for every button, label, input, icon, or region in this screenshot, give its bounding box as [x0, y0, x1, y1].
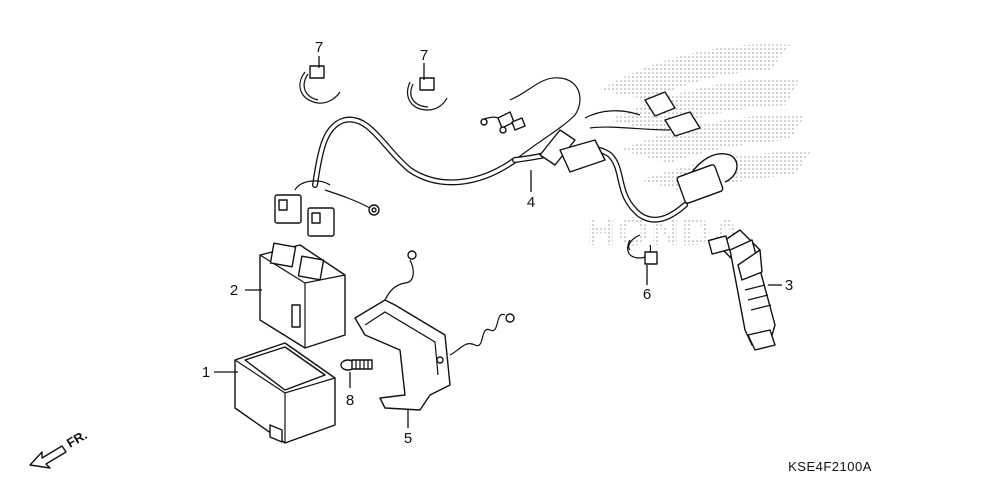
part-4-wire-harness	[274, 77, 738, 237]
part-6-clip	[627, 234, 658, 265]
part-5-bracket-stay	[354, 250, 515, 411]
front-direction-arrow: FR.	[29, 427, 90, 469]
callout-7-right: 7	[420, 47, 428, 64]
callout-1: 1	[202, 364, 210, 381]
callout-5: 5	[404, 430, 412, 447]
part-3-ignition-coil	[707, 229, 776, 351]
diagram-code: KSE4F2100A	[788, 459, 872, 474]
leader-lines	[214, 56, 782, 428]
part-8-bolt	[340, 359, 373, 371]
callout-8: 8	[346, 392, 354, 409]
part-1-rubber-cover	[234, 342, 336, 444]
honda-wing-watermark: HONDA	[587, 44, 810, 254]
part-2-cdi-unit	[259, 242, 346, 349]
callout-3: 3	[785, 277, 793, 294]
part-7-clamp-left	[299, 65, 341, 104]
callout-6: 6	[643, 286, 651, 303]
callout-4: 4	[527, 194, 535, 211]
callout-7-left: 7	[315, 39, 323, 56]
callout-2: 2	[230, 282, 238, 299]
callout-numbers: 7 7 4 2 1 5 8 6 3	[202, 39, 793, 447]
front-label: FR.	[64, 427, 90, 450]
part-7-clamp-right	[407, 77, 448, 111]
